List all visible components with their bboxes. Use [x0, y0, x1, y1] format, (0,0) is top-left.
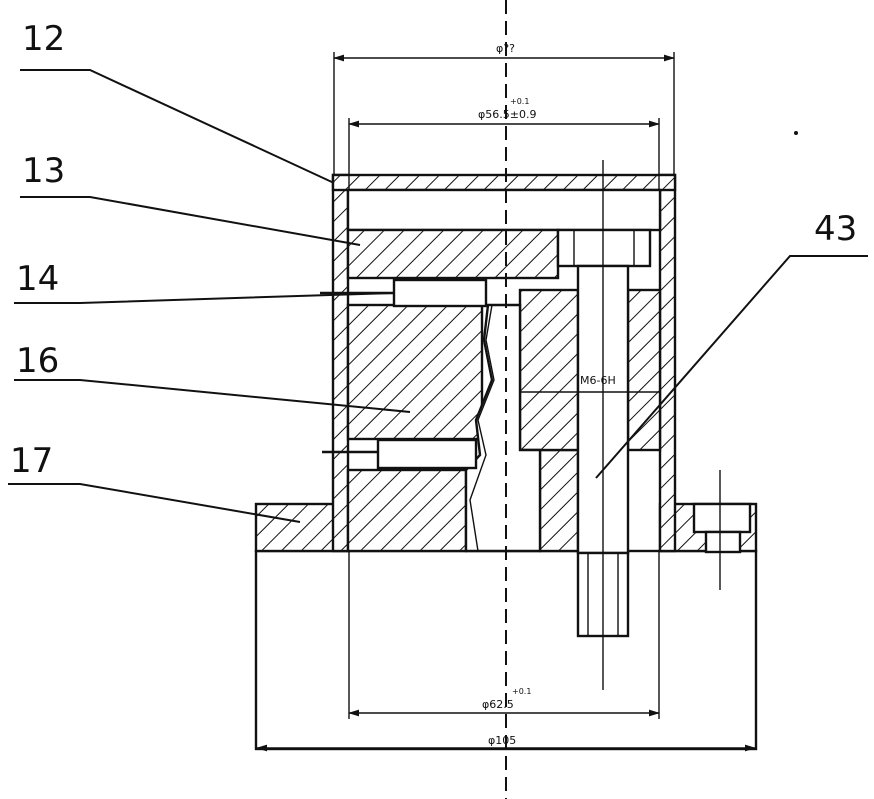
dim-bottom-inner: φ62.5: [482, 698, 514, 711]
die-block-left: [346, 303, 484, 441]
dim-bottom-inner-sup: +0.1: [512, 687, 531, 696]
label-part-16: 16: [16, 341, 59, 381]
leader-12: [20, 69, 335, 184]
speck-dot: [794, 131, 798, 135]
label-part-14: 14: [16, 259, 59, 299]
leader-14: [14, 292, 393, 304]
ejector-pin-lower: [376, 438, 478, 470]
sleeve-left-wall: [331, 173, 350, 553]
label-part-12: 12: [22, 19, 65, 59]
dim-top-outer: φ??: [496, 42, 515, 55]
core-crack-line: [469, 304, 495, 552]
sleeve-cavity-top: [346, 188, 662, 232]
leader-16: [14, 379, 411, 413]
right-block-hatched: [518, 288, 580, 452]
die-block-lower-left: [346, 468, 468, 553]
leader-13: [20, 196, 361, 246]
label-part-43: 43: [814, 209, 857, 249]
sleeve-top-cap: [331, 173, 677, 192]
bolt-head: [556, 228, 652, 268]
right-block-outer: [626, 288, 662, 452]
dim-bottom-outer: φ105: [488, 734, 516, 747]
sleeve-right-wall: [658, 173, 677, 553]
label-part-13: 13: [22, 151, 65, 191]
upper-plate-hatched: [346, 228, 560, 280]
dim-top-inner: φ56.5±0.9: [478, 108, 536, 121]
central-core: [464, 303, 542, 553]
leader-17: [8, 483, 301, 523]
dim-bolt-fit: M6-6H: [580, 374, 616, 387]
dim-top-inner-sup: +0.1: [510, 97, 529, 106]
flange-bolt-shank: [704, 530, 742, 554]
leader-43: [595, 255, 868, 479]
die-block-lower-right: [538, 448, 580, 553]
ejector-pin-upper: [392, 278, 488, 308]
flange-bolt-head: [692, 502, 752, 534]
label-part-17: 17: [10, 441, 53, 481]
